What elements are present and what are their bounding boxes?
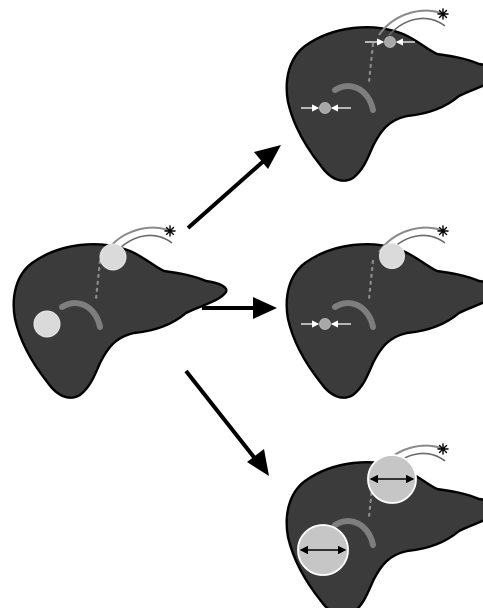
liver-progression <box>287 444 483 608</box>
liver-baseline <box>14 226 227 398</box>
lesion-lower-shrunk <box>320 103 331 114</box>
lesion-upper <box>100 244 126 270</box>
arrow-to-response-both <box>188 145 281 228</box>
liver-response-mixed <box>287 226 483 398</box>
lesion-upper <box>380 244 405 269</box>
lesion-upper-shrunk <box>385 37 396 48</box>
liver-silhouette <box>287 9 483 181</box>
lesion-lower <box>34 311 60 337</box>
lesion-lower-shrunk <box>320 319 331 330</box>
arrow-to-progression <box>186 371 269 476</box>
liver-response-both <box>287 9 483 181</box>
